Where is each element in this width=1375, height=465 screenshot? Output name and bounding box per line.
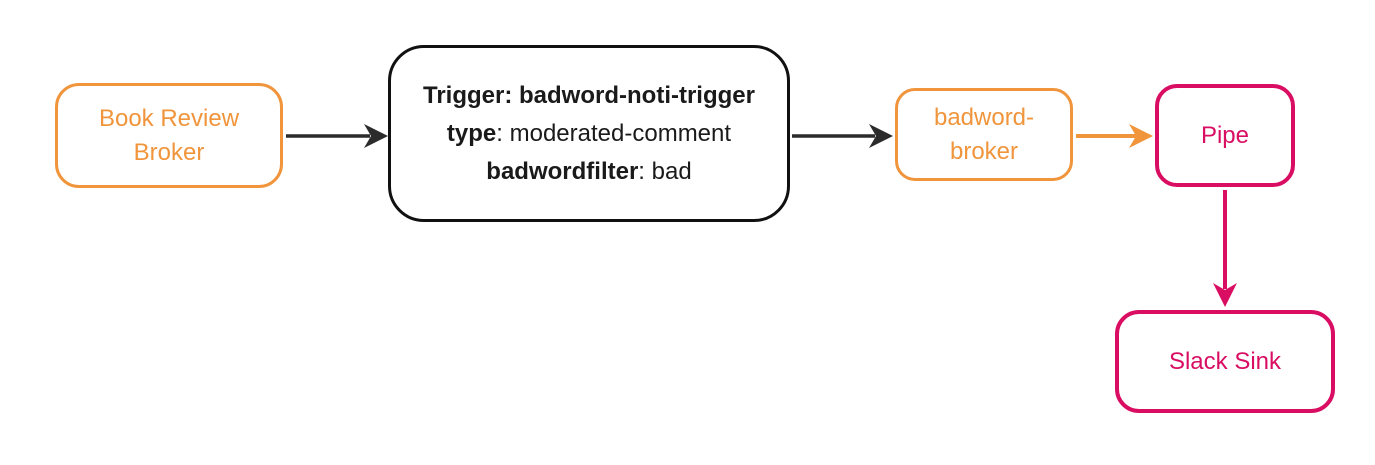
arrowhead-trigger-to-badword-broker [869, 124, 893, 148]
node-book-review-broker: Book Review Broker [55, 83, 283, 188]
node-trigger: Trigger: badword-noti-trigger type: mode… [388, 45, 790, 222]
arrowhead-pipe-to-slack-sink [1213, 283, 1237, 307]
trigger-filter-key: badwordfilter [486, 157, 639, 185]
node-pipe-label: Pipe [1200, 121, 1250, 149]
arrowhead-broker-to-trigger [364, 124, 388, 148]
trigger-type-key: type [446, 119, 497, 147]
trigger-line-name: Trigger: badword-noti-trigger [423, 81, 755, 109]
node-pipe: Pipe [1155, 84, 1295, 187]
arrowhead-badword-broker-to-pipe [1129, 124, 1153, 148]
node-slack-sink-label: Slack Sink [1168, 347, 1282, 375]
node-book-review-broker-label: Book Review Broker [98, 104, 240, 166]
node-slack-sink: Slack Sink [1115, 310, 1335, 413]
trigger-line-type: type: moderated-comment [423, 115, 755, 153]
node-badword-broker: badword-broker [895, 88, 1073, 181]
trigger-type-value: : moderated-comment [496, 119, 732, 147]
node-trigger-text: Trigger: badword-noti-trigger type: mode… [423, 77, 755, 191]
trigger-filter-value: : bad [638, 157, 692, 185]
trigger-line-filter: badwordfilter: bad [423, 153, 755, 191]
node-badword-broker-label: badword-broker [933, 103, 1035, 165]
